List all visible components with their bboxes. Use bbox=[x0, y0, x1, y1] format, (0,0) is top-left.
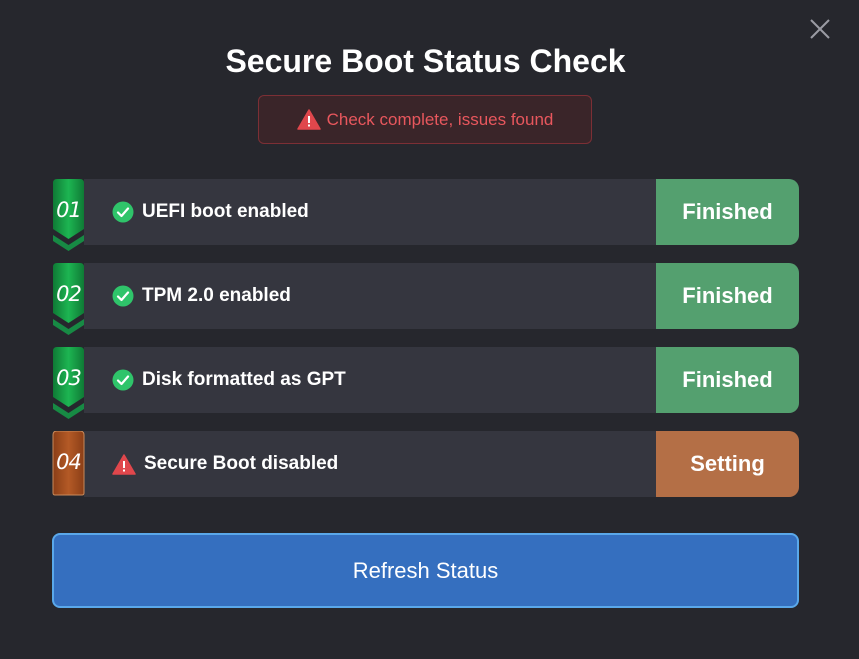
check-step-secure-boot: 04 Secure Boot disabled Setting bbox=[52, 431, 799, 497]
step-number-badge bbox=[53, 263, 84, 335]
check-step-tpm: 02 TPM 2.0 enabled Finished bbox=[52, 263, 799, 335]
step-number: 04 bbox=[56, 450, 82, 474]
status-finished-button[interactable]: Finished bbox=[656, 263, 799, 329]
check-step-uefi: 01 UEFI boot enabled Finished bbox=[52, 179, 799, 251]
check-circle-icon bbox=[112, 285, 134, 307]
dialog-title: Secure Boot Status Check bbox=[225, 43, 626, 79]
step-content: Secure Boot disabled bbox=[112, 451, 338, 477]
step-number-badge bbox=[53, 347, 84, 419]
warning-icon bbox=[112, 453, 136, 475]
step-content: UEFI boot enabled bbox=[112, 199, 309, 225]
step-number: 03 bbox=[56, 366, 82, 390]
status-alert-banner: Check complete, issues found bbox=[258, 95, 592, 144]
step-label: TPM 2.0 enabled bbox=[142, 285, 291, 306]
step-label: UEFI boot enabled bbox=[142, 201, 309, 222]
check-circle-icon bbox=[112, 369, 134, 391]
warning-icon bbox=[296, 109, 321, 130]
step-content: TPM 2.0 enabled bbox=[112, 283, 291, 309]
status-setting-button[interactable]: Setting bbox=[656, 431, 799, 497]
step-label: Secure Boot disabled bbox=[144, 453, 339, 474]
close-icon[interactable] bbox=[806, 15, 834, 43]
step-number-badge bbox=[53, 179, 84, 251]
step-content: Disk formatted as GPT bbox=[112, 367, 346, 393]
status-finished-button[interactable]: Finished bbox=[656, 347, 799, 413]
step-number-badge bbox=[52, 431, 85, 496]
alert-text: Check complete, issues found bbox=[326, 109, 554, 129]
step-number: 01 bbox=[56, 198, 82, 222]
refresh-status-button[interactable]: Refresh Status bbox=[52, 533, 799, 608]
step-label: Disk formatted as GPT bbox=[142, 369, 346, 390]
status-finished-button[interactable]: Finished bbox=[656, 179, 799, 245]
checklist: 01 UEFI boot enabled Finished bbox=[52, 179, 799, 515]
check-step-gpt: 03 Disk formatted as GPT Finished bbox=[52, 347, 799, 419]
check-circle-icon bbox=[112, 201, 134, 223]
step-number: 02 bbox=[56, 282, 82, 306]
